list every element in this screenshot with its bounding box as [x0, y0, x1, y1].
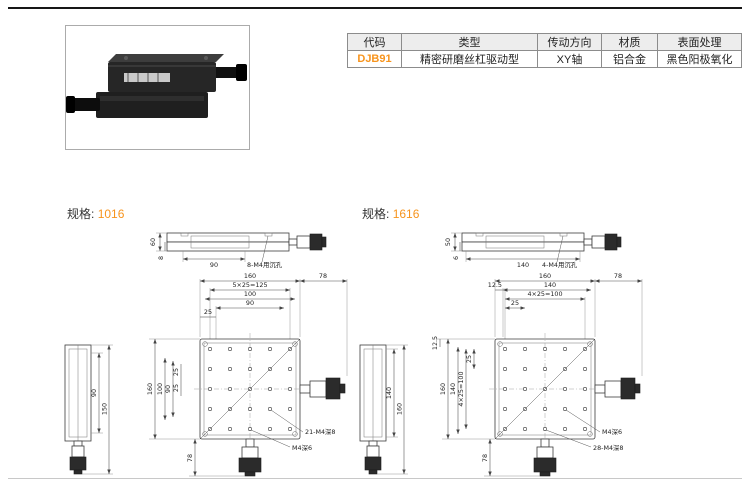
dim-front-width: 90: [210, 261, 218, 269]
dim-plan-pitch: 5×25=125: [232, 281, 267, 289]
front-micrometer-knob: [583, 233, 622, 251]
spec-header-row: 代码 类型 传动方向 材质 表面处理: [347, 33, 742, 51]
dimension-drawing-1616: 50 6 140 4-M4用沉孔: [359, 232, 643, 477]
dim-plan-knob-bottom: 78: [186, 454, 194, 462]
col-header-material: 材质: [601, 33, 658, 51]
note-thread-1: M4深6: [602, 427, 622, 436]
col-header-type: 类型: [401, 33, 538, 51]
section-label: 规格: 1016: [67, 205, 124, 222]
dim-plan-offset: 12.5: [488, 281, 502, 289]
front-micrometer-knob: [288, 233, 327, 251]
col-header-finish: 表面处理: [657, 33, 742, 51]
dim-front-base: 6: [452, 256, 460, 260]
dim-plan-left-25a: 25: [172, 368, 180, 376]
dim-plan-25: 25: [204, 308, 212, 316]
spec-section-1016: 规格: 1016: [55, 205, 355, 483]
plan-bottom-micrometer: [533, 438, 557, 477]
dim-plan-left-25b: 25: [172, 384, 180, 392]
dim-plan-width: 160: [244, 272, 256, 280]
plan-view: 160 78 5×25=125 100 90 25: [146, 272, 348, 477]
spec-size: 1016: [97, 207, 125, 221]
dim-front-base: 8: [157, 256, 165, 260]
cell-finish: 黑色阳极氧化: [657, 50, 742, 68]
dim-plan-25: 25: [511, 299, 519, 307]
dim-side-inner: 90: [90, 389, 98, 397]
side-view: 140 160: [359, 344, 408, 475]
note-thread-2: M4深6: [292, 443, 312, 452]
plan-bottom-micrometer: [238, 438, 262, 477]
dim-plan-left-140: 140: [449, 383, 457, 395]
dim-plan-pitch: 4×25=100: [527, 290, 562, 298]
dim-front-height: 60: [149, 238, 157, 246]
xy-stage-photo: [66, 54, 247, 118]
dim-plan-left-160: 160: [146, 383, 154, 395]
dim-plan-left-pitch: 4×25=100: [457, 371, 465, 406]
dim-side-outer: 150: [101, 403, 109, 415]
front-view: 50 6 140 4-M4用沉孔: [444, 232, 622, 269]
cell-code: DJB91: [347, 50, 402, 68]
dim-plan-knob-right: 78: [319, 272, 327, 280]
spec-section-1616: 规格: 1616: [350, 205, 650, 483]
plan-view: 160 78 12.5 140 4×25=100 25: [431, 272, 643, 477]
cell-material: 铝合金: [601, 50, 658, 68]
dimension-drawing-1016: 60 8 90 8-M4用沉孔: [64, 232, 348, 477]
dim-plan-100: 100: [244, 290, 256, 298]
front-view: 60 8 90 8-M4用沉孔: [149, 232, 327, 269]
dim-front-width: 140: [517, 261, 529, 269]
spec-word: 规格:: [362, 207, 390, 221]
dim-plan-knob-right: 78: [614, 272, 622, 280]
plan-right-micrometer: [299, 377, 346, 400]
side-micrometer-knob: [69, 440, 87, 475]
product-spec-table: 代码 类型 传动方向 材质 表面处理 DJB91 精密研磨丝杠驱动型 XY轴 铝…: [347, 33, 742, 68]
dim-plan-140: 140: [544, 281, 556, 289]
side-view: 90 150: [64, 344, 113, 475]
top-rule: [8, 7, 742, 9]
note-counterbore: 8-M4用沉孔: [247, 261, 283, 269]
plan-right-micrometer: [594, 377, 641, 400]
dim-plan-90: 90: [246, 299, 254, 307]
cell-type: 精密研磨丝杠驱动型: [401, 50, 538, 68]
dim-plan-left-160: 160: [439, 383, 447, 395]
note-thread-2: 28-M4深8: [593, 443, 623, 452]
note-thread-1: 21-M4深8: [305, 427, 335, 436]
bottom-rule: [8, 478, 742, 479]
note-counterbore: 4-M4用沉孔: [542, 261, 578, 269]
dim-plan-left-offset: 12.5: [431, 336, 439, 350]
dim-front-height: 50: [444, 238, 452, 246]
dim-plan-width: 160: [539, 272, 551, 280]
dim-plan-left-90: 90: [164, 385, 172, 393]
dim-plan-knob-bottom: 78: [481, 454, 489, 462]
section-label: 规格: 1616: [362, 205, 419, 222]
product-photo: [66, 26, 249, 149]
spec-word: 规格:: [67, 207, 95, 221]
spec-size: 1616: [392, 207, 420, 221]
dim-side-outer: 160: [396, 403, 404, 415]
col-header-code: 代码: [347, 33, 402, 51]
spec-data-row: DJB91 精密研磨丝杠驱动型 XY轴 铝合金 黑色阳极氧化: [347, 50, 742, 68]
product-photo-frame: [65, 25, 250, 150]
dim-side-inner: 140: [385, 387, 393, 399]
col-header-direction: 传动方向: [537, 33, 602, 51]
dim-plan-left-25: 25: [465, 355, 473, 363]
cell-direction: XY轴: [537, 50, 602, 68]
dim-plan-left-100: 100: [156, 383, 164, 395]
side-micrometer-knob: [364, 440, 382, 475]
